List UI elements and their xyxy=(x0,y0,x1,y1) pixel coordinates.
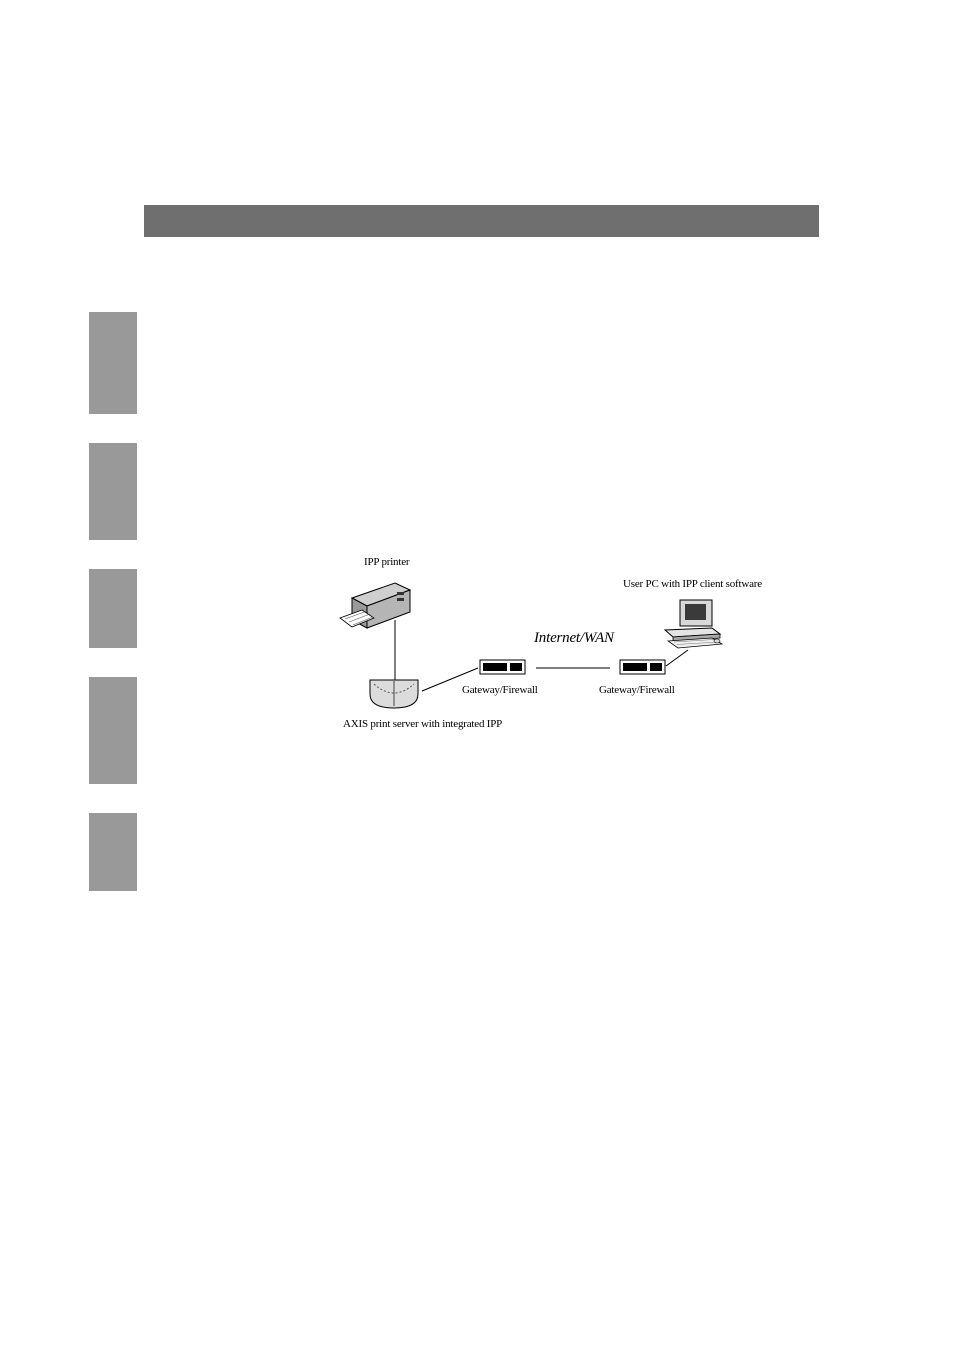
gateway-right-label: Gateway/Firewall xyxy=(599,684,675,696)
gateway-firewall-icon xyxy=(619,659,666,675)
ipp-printer-label: IPP printer xyxy=(364,556,410,568)
gateway-left-label: Gateway/Firewall xyxy=(462,684,538,696)
side-tab-2 xyxy=(89,443,137,540)
print-server-label: AXIS print server with integrated IPP xyxy=(343,718,503,730)
side-tab-3 xyxy=(89,569,137,648)
print-server-icon xyxy=(369,679,419,709)
computer-icon xyxy=(663,599,724,649)
user-pc-label: User PC with IPP client software xyxy=(623,578,762,590)
server-to-gateway-line xyxy=(421,667,479,692)
gateway-firewall-icon xyxy=(479,659,526,675)
side-tab-5 xyxy=(89,813,137,891)
printer-icon xyxy=(339,582,412,629)
internet-wan-label: Internet/WAN xyxy=(534,630,614,646)
side-tab-1 xyxy=(89,312,137,414)
side-tab-4 xyxy=(89,677,137,784)
section-header-bar xyxy=(144,205,819,237)
gateway-to-pc-line xyxy=(665,649,689,667)
